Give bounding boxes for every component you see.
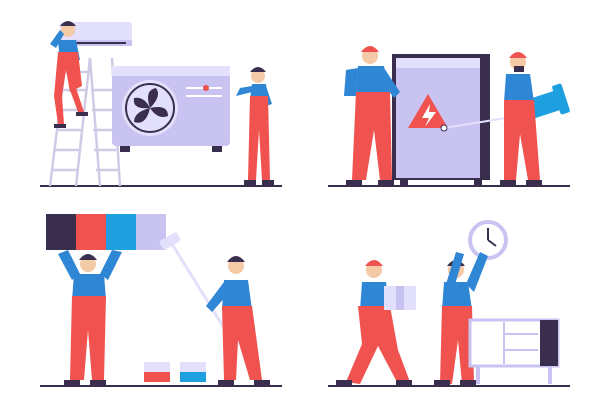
worker-lifting-clock	[434, 252, 488, 385]
worker-on-ladder	[50, 21, 88, 128]
cardboard-box-icon	[384, 286, 416, 310]
fan-icon	[133, 88, 168, 123]
worker-with-roller	[206, 256, 270, 385]
ac-indoor-unit-icon	[60, 22, 132, 46]
paint-bucket-icon	[144, 362, 206, 382]
dresser-icon	[468, 318, 560, 384]
high-voltage-warning-icon	[408, 94, 448, 128]
worker-right	[500, 52, 542, 185]
scene-electrical-panel-repair	[328, 46, 570, 187]
scene-air-conditioner-installation	[40, 21, 282, 187]
worker-standing	[236, 67, 274, 185]
scene-furniture-moving	[328, 220, 570, 387]
scene-wall-painting	[40, 214, 282, 387]
wall-clock-icon	[468, 220, 508, 260]
ac-outdoor-unit-icon	[112, 66, 230, 152]
screwdriver-icon	[440, 117, 507, 132]
worker-carrying-box	[336, 260, 412, 385]
paint-color-swatch-icon	[46, 214, 166, 250]
worker-left	[344, 46, 400, 185]
worker-holding-swatch	[58, 250, 122, 385]
